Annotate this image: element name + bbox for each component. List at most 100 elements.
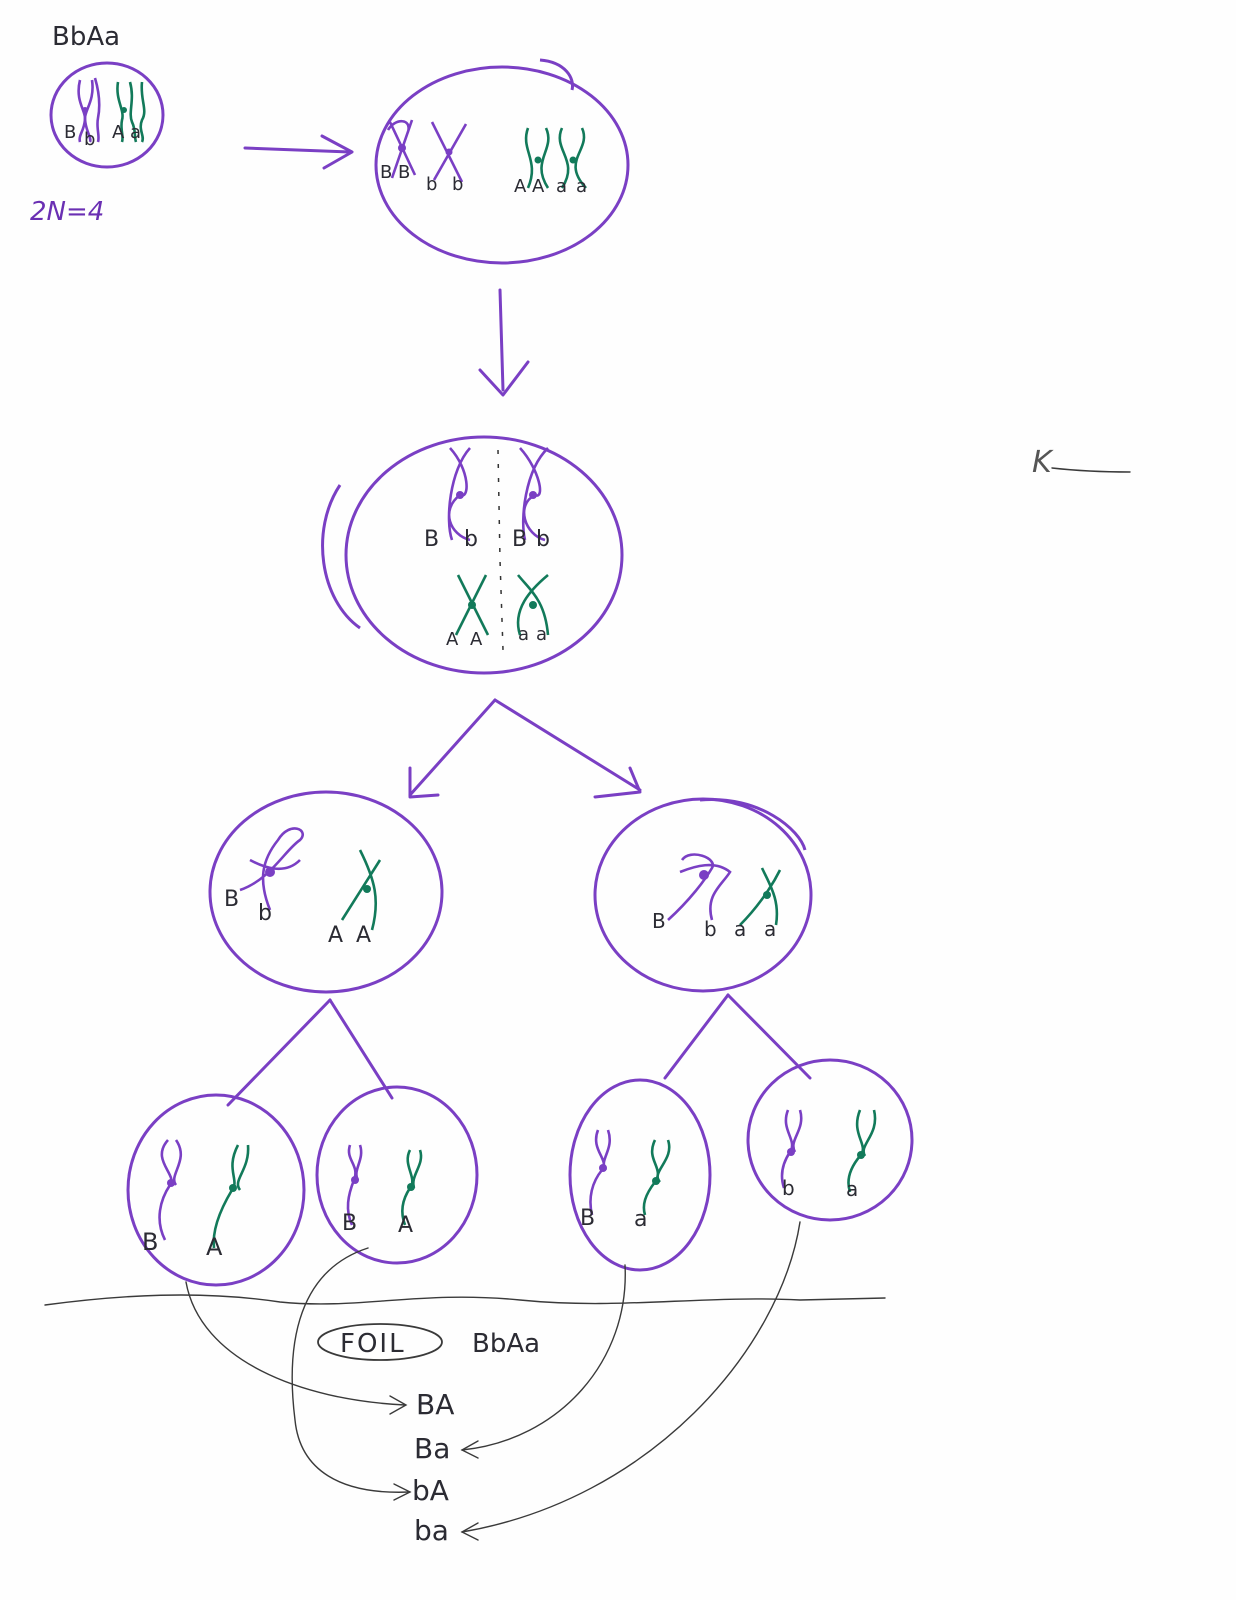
meiosis1-left-chromosomes bbox=[239, 827, 382, 931]
combination-item: Ba bbox=[414, 1432, 450, 1465]
centromere bbox=[229, 1184, 237, 1192]
connector-ba-head bbox=[460, 1522, 479, 1541]
centromere bbox=[351, 1176, 359, 1184]
chromosome-label: A bbox=[328, 923, 343, 948]
arrow-down-head bbox=[478, 360, 530, 397]
chromosome-label: a bbox=[518, 624, 529, 645]
centromere bbox=[167, 1179, 175, 1187]
chromosome-label: a bbox=[130, 122, 141, 143]
combination-list: BA Ba bA ba bbox=[412, 1388, 454, 1547]
centromere bbox=[857, 1151, 865, 1159]
parent-cell-labels: B b A a bbox=[64, 122, 141, 150]
combination-item: bA bbox=[412, 1474, 449, 1507]
foil-label: FOIL bbox=[340, 1329, 406, 1359]
arrow-down bbox=[498, 288, 505, 392]
chromosome-label: a bbox=[576, 176, 587, 197]
gamete-2-label-2: A bbox=[398, 1213, 413, 1238]
chromosome-label: b bbox=[464, 527, 478, 552]
gamete-cell-2 bbox=[315, 1085, 479, 1265]
chromosome-label: A bbox=[532, 176, 545, 197]
arrow-right-branch bbox=[493, 698, 642, 792]
ploidy-label: 2N=4 bbox=[30, 197, 104, 227]
combination-item: BA bbox=[416, 1388, 454, 1421]
connector-Ba bbox=[461, 1264, 626, 1451]
chromosome-label: B bbox=[512, 527, 527, 552]
chromosome-label: a bbox=[556, 176, 567, 197]
connector-BA bbox=[185, 1281, 406, 1406]
arrow-left-branch bbox=[408, 698, 497, 797]
centromere bbox=[652, 1177, 660, 1185]
chromosome-label: b bbox=[704, 917, 717, 941]
gamete-1-label-2: A bbox=[206, 1233, 223, 1261]
foil-genotype: BbAa bbox=[472, 1329, 540, 1359]
cell-membrane-mark bbox=[699, 798, 807, 851]
meiosis1-left-cell bbox=[208, 790, 444, 994]
chromosome-label: A bbox=[356, 923, 371, 948]
chromosome-label: a bbox=[536, 624, 547, 645]
metaphase-plate bbox=[497, 449, 504, 651]
metaphase-cell-labels: B b B b A A a a bbox=[424, 527, 550, 650]
combination-item: ba bbox=[414, 1514, 449, 1547]
gamete-2-label-1: B bbox=[342, 1211, 357, 1236]
initials-underline bbox=[1051, 467, 1131, 473]
centromere bbox=[599, 1164, 607, 1172]
chromosome-label: b bbox=[452, 174, 463, 195]
centromere bbox=[787, 1148, 795, 1156]
gamete-3-label-2: a bbox=[634, 1207, 647, 1232]
gamete-1-label-1: B bbox=[142, 1228, 158, 1256]
chromosome-label: A bbox=[446, 629, 459, 650]
arrow-to-gamete-2 bbox=[328, 998, 394, 1100]
chromosome-label: a bbox=[764, 917, 776, 941]
parent-cell bbox=[49, 61, 165, 169]
gamete-4-label-1: b bbox=[782, 1176, 795, 1200]
gamete-cell-3 bbox=[568, 1078, 712, 1272]
cell-membrane-mark bbox=[539, 58, 575, 91]
chromosome-b bbox=[158, 1139, 183, 1241]
replicated-cell-labels: B B b b A A a a bbox=[380, 162, 587, 197]
meiosis1-right-labels: B b a a bbox=[652, 909, 776, 941]
metaphase-chromosomes bbox=[447, 447, 550, 636]
arrow-left-branch-head bbox=[408, 766, 440, 799]
arrow-to-gamete-3 bbox=[663, 993, 730, 1080]
meiosis1-right-cell bbox=[593, 797, 813, 993]
connector-ba bbox=[461, 1221, 801, 1533]
arrow-right-head bbox=[320, 134, 354, 170]
foil-oval bbox=[317, 1323, 443, 1361]
arrow-right-branch-head bbox=[593, 766, 642, 799]
arrow-to-gamete-1 bbox=[226, 998, 332, 1107]
metaphase-cell bbox=[344, 435, 624, 675]
gamete-cell-4 bbox=[746, 1058, 914, 1222]
chromosome-label: b bbox=[426, 174, 437, 195]
gamete-4-label-2: a bbox=[846, 1177, 858, 1201]
chromosome-label: B bbox=[224, 887, 239, 912]
gamete-cell-1 bbox=[126, 1093, 306, 1287]
chromosome-label: b bbox=[84, 129, 95, 150]
centromere bbox=[407, 1183, 415, 1191]
chromosome-label: B bbox=[398, 162, 410, 183]
chromosome-label: A bbox=[112, 122, 125, 143]
chromosome-label: B bbox=[64, 122, 76, 143]
section-divider bbox=[44, 1294, 886, 1306]
initials-mark: K bbox=[1032, 445, 1054, 480]
chromosome-label: b bbox=[258, 901, 272, 926]
replicated-cell bbox=[374, 65, 630, 265]
connector-BA-head bbox=[389, 1395, 408, 1415]
gamete-3-label-1: B bbox=[580, 1206, 595, 1231]
meiosis1-left-labels: B b A A bbox=[224, 887, 371, 948]
chromosome-label: b bbox=[536, 527, 550, 552]
chromosome-label: A bbox=[514, 176, 527, 197]
chromosome-label: B bbox=[424, 527, 439, 552]
arrow-right bbox=[243, 146, 352, 154]
chromosome-label: a bbox=[734, 917, 746, 941]
cell-membrane-mark bbox=[321, 484, 361, 630]
chromosome-label: B bbox=[380, 162, 392, 183]
arrow-to-gamete-4 bbox=[726, 993, 812, 1080]
parent-genotype-label: BbAa bbox=[52, 22, 120, 52]
replicated-chromosomes bbox=[386, 119, 587, 189]
parent-chromosomes bbox=[77, 77, 146, 143]
connector-Ba-head bbox=[460, 1440, 479, 1459]
chromosome-label: B bbox=[652, 909, 666, 933]
chromosome-b bbox=[589, 1129, 611, 1216]
